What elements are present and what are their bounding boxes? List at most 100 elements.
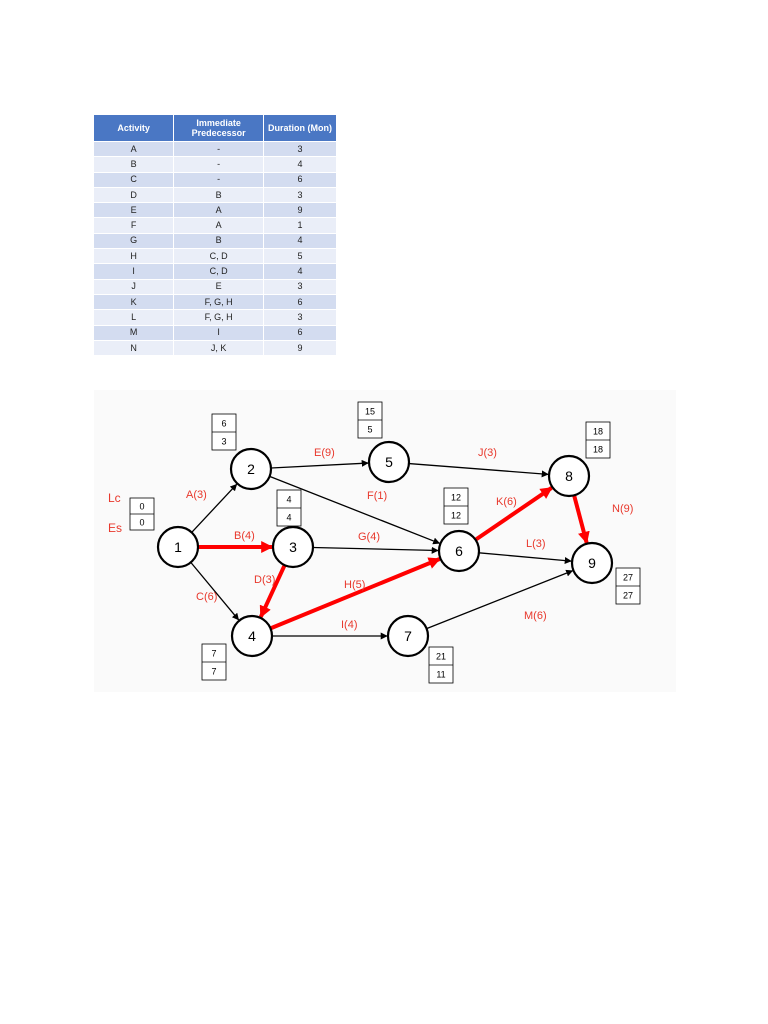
edge-label-b: B(4): [234, 530, 255, 542]
node-circle: [367, 440, 411, 484]
edge-label-c: C(6): [196, 591, 217, 603]
edge-7-9: [426, 569, 574, 630]
node-circle: [271, 525, 315, 569]
table-row: A-3: [94, 140, 336, 157]
time-box-bottom: 27: [623, 591, 633, 601]
edge-label-a: A(3): [186, 489, 207, 501]
activity-cell: G: [94, 232, 175, 249]
time-box-top: 7: [211, 649, 216, 659]
node-9: 9: [570, 541, 614, 585]
edge-label-k: K(6): [496, 496, 517, 508]
legend-bottom-value: 0: [139, 518, 144, 528]
activity-cell: N: [94, 339, 175, 356]
node-label: 8: [565, 468, 573, 484]
edge-1-4: [190, 561, 240, 621]
node-7: 7: [386, 614, 430, 658]
edge-label-f: F(1): [367, 490, 387, 502]
predecessor-cell: -: [173, 156, 264, 173]
predecessor-cell: B: [173, 186, 264, 203]
time-box-bottom: 7: [211, 667, 216, 677]
duration-cell: 5: [263, 248, 336, 264]
duration-cell: 6: [263, 171, 336, 188]
predecessor-cell: F, G, H: [173, 309, 264, 326]
time-box-bottom: 18: [593, 445, 603, 455]
duration-cell: 6: [263, 324, 336, 341]
table-header-row: Activity Immediate Predecessor Duration …: [94, 115, 336, 142]
legend-top-value: 0: [139, 502, 144, 512]
duration-cell: 9: [263, 339, 336, 356]
node-circle: [230, 614, 274, 658]
node-circle: [156, 525, 200, 569]
node-label: 6: [455, 543, 463, 559]
duration-cell: 9: [263, 202, 336, 218]
node-label: 3: [289, 539, 297, 555]
edge-label-e: E(9): [314, 447, 335, 459]
node-6: 6: [437, 529, 481, 573]
predecessor-cell: F, G, H: [173, 293, 264, 310]
duration-cell: 4: [263, 232, 336, 249]
duration-cell: 3: [263, 278, 336, 295]
activity-cell: C: [94, 171, 175, 188]
node-label: 5: [385, 454, 393, 470]
edge-label-l: L(3): [526, 538, 546, 550]
node-circle: [437, 529, 481, 573]
edge-2-6: [269, 475, 441, 545]
node-label: 4: [248, 628, 256, 644]
time-box-node-3: 44: [276, 489, 302, 527]
predecessor-cell: C, D: [173, 263, 264, 280]
edge-1-2: [191, 483, 238, 533]
activity-cell: L: [94, 309, 175, 326]
duration-cell: 3: [263, 186, 336, 203]
predecessor-cell: A: [173, 202, 264, 218]
node-label: 9: [588, 555, 596, 571]
predecessor-cell: -: [173, 140, 264, 157]
node-8: 8: [547, 454, 591, 498]
edge-label-n: N(9): [612, 503, 633, 515]
edge-5-8: [408, 462, 549, 478]
node-label: 1: [174, 539, 182, 555]
activity-cell: I: [94, 263, 175, 280]
activity-cell: D: [94, 186, 175, 203]
node-label: 2: [247, 461, 255, 477]
time-box-top: 15: [365, 407, 375, 417]
edge-label-m: M(6): [524, 610, 547, 622]
time-box-bottom: 11: [436, 670, 445, 680]
time-box-bottom: 4: [286, 513, 291, 523]
time-box-top: 4: [286, 495, 291, 505]
predecessor-cell: J, K: [173, 339, 264, 356]
node-circle: [547, 454, 591, 498]
activity-cell: B: [94, 156, 175, 173]
edge-4-6-critical: [269, 557, 441, 631]
activity-table: Activity Immediate Predecessor Duration …: [94, 115, 336, 356]
edge-label-j: J(3): [478, 447, 497, 459]
node-1: 1: [156, 525, 200, 569]
time-box-bottom: 5: [367, 425, 372, 435]
time-box-top: 18: [593, 427, 603, 437]
duration-cell: 3: [263, 309, 336, 326]
duration-cell: 6: [263, 293, 336, 310]
edge-label-h: H(5): [344, 579, 365, 591]
time-box-node-2: 63: [211, 413, 237, 451]
node-4: 4: [230, 614, 274, 658]
activity-cell: K: [94, 293, 175, 310]
edge-8-9-critical: [572, 494, 590, 544]
header-predecessor: Immediate Predecessor: [173, 115, 264, 142]
node-label: 7: [404, 628, 412, 644]
table-row: C-6: [94, 171, 336, 188]
duration-cell: 4: [263, 156, 336, 173]
legend-top-label: Lc: [108, 491, 121, 505]
node-5: 5: [367, 440, 411, 484]
predecessor-cell: B: [173, 232, 264, 249]
time-box-node-5: 15 5: [357, 401, 383, 439]
